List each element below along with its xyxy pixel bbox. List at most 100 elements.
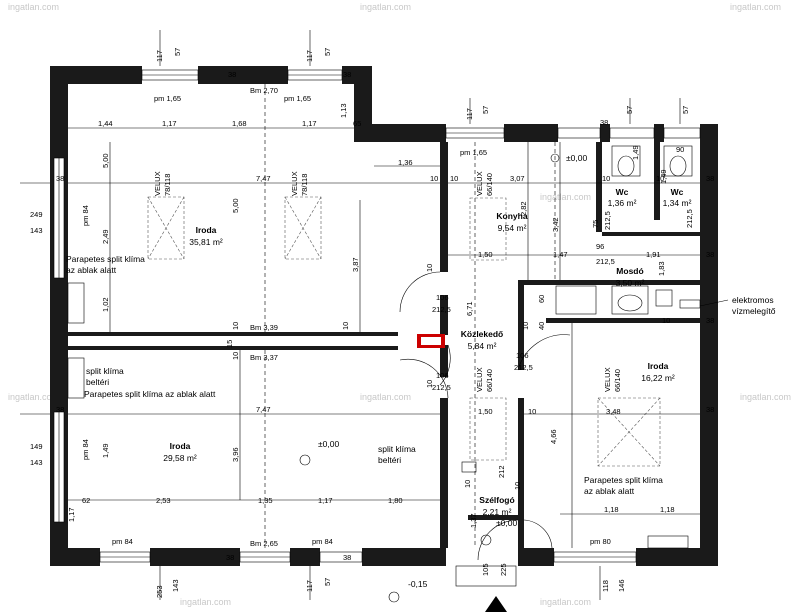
svg-text:57: 57 (323, 48, 332, 56)
svg-text:1,91: 1,91 (646, 250, 661, 259)
svg-text:10: 10 (528, 407, 536, 416)
window (663, 127, 701, 139)
svg-text:10: 10 (430, 174, 438, 183)
velux-size: 66/140 (485, 173, 494, 196)
svg-text:3,96: 3,96 (231, 447, 240, 462)
room-area: 3,50 m² (616, 278, 645, 288)
svg-text:40: 40 (537, 322, 546, 330)
svg-text:212: 212 (497, 465, 506, 478)
svg-text:1,37: 1,37 (469, 513, 478, 528)
room-name-iroda: Iroda (196, 225, 217, 235)
wall-inner (654, 142, 660, 220)
svg-text:5,00: 5,00 (231, 198, 240, 213)
svg-text:143: 143 (30, 226, 43, 235)
climate-note: Parapetes split klíma az ablak alatt (84, 389, 216, 399)
level-text: ±0,00 (318, 439, 339, 449)
svg-text:38: 38 (343, 70, 351, 79)
svg-text:38: 38 (706, 405, 714, 414)
velux-window (147, 196, 185, 260)
velux-size: 66/140 (485, 369, 494, 392)
svg-text:pm 1,65: pm 1,65 (460, 148, 487, 157)
velux-size: 66/140 (613, 369, 622, 392)
annotations: Parapetes split klíma az ablak alatt spl… (66, 153, 776, 589)
wall-step (354, 66, 372, 142)
watermark: ingatlan.com (360, 2, 411, 12)
dimension-lines (20, 30, 729, 600)
svg-text:1,49: 1,49 (659, 169, 668, 184)
wall-top (198, 66, 288, 84)
entrance-step (455, 565, 517, 587)
velux-labels: VELUX 78/118 VELUX 78/118 VELUX 66/140 V… (153, 171, 622, 392)
climate-unit (67, 282, 85, 324)
svg-text:1,17: 1,17 (318, 496, 333, 505)
watermark: ingatlan.com (180, 597, 231, 607)
svg-text:149: 149 (30, 442, 43, 451)
level-marker-icon (388, 591, 400, 603)
wall-bottom (636, 548, 718, 566)
north-arrow-icon (485, 596, 507, 612)
svg-text:65: 65 (353, 119, 361, 128)
room-area: 5,84 m² (468, 341, 497, 351)
svg-text:1,50: 1,50 (478, 407, 493, 416)
svg-text:pm 1,65: pm 1,65 (284, 94, 311, 103)
room-name-iroda: Iroda (648, 361, 669, 371)
svg-text:10: 10 (662, 316, 670, 325)
svg-text:106: 106 (436, 371, 449, 380)
svg-text:1,47: 1,47 (553, 250, 568, 259)
guides (147, 84, 661, 548)
wall-top (50, 66, 142, 84)
svg-text:212,5: 212,5 (603, 211, 612, 230)
wall-inner (440, 142, 448, 272)
velux-label: VELUX (603, 367, 612, 392)
windows (53, 69, 701, 563)
svg-text:Bm 3,37: Bm 3,37 (250, 353, 278, 362)
wall-bottom (290, 548, 320, 566)
wall-top-mid (600, 124, 610, 142)
window (609, 127, 655, 139)
svg-text:212,5: 212,5 (685, 209, 694, 228)
wall-inner (518, 280, 524, 370)
svg-text:38: 38 (343, 553, 351, 562)
svg-text:212,5: 212,5 (514, 363, 533, 372)
svg-text:10: 10 (602, 174, 610, 183)
watermark: ingatlan.com (740, 392, 791, 402)
room-area: 16,22 m² (641, 373, 675, 383)
wall-inner (602, 232, 700, 236)
velux-window (284, 196, 322, 260)
svg-text:38: 38 (706, 174, 714, 183)
wall-top-mid (354, 124, 446, 142)
wall-bottom (362, 548, 446, 566)
svg-text:253: 253 (155, 585, 164, 598)
svg-text:57: 57 (323, 578, 332, 586)
velux-label: VELUX (475, 171, 484, 196)
svg-text:1,17: 1,17 (302, 119, 317, 128)
svg-text:10: 10 (450, 174, 458, 183)
level-marker-icon (299, 454, 311, 466)
room-area: 1,36 m² (608, 198, 637, 208)
svg-text:Bm 2,65: Bm 2,65 (250, 539, 278, 548)
level-text: ±0,00 (566, 153, 587, 163)
room-labels: Iroda 35,81 m² Iroda 29,58 m² Iroda 16,2… (163, 187, 691, 517)
svg-text:1,49: 1,49 (631, 145, 640, 160)
svg-text:225: 225 (499, 563, 508, 576)
wall-top-mid (654, 124, 664, 142)
room-name-mosdo: Mosdó (616, 266, 643, 276)
level-text: ±0,00 (496, 518, 517, 528)
svg-text:4,66: 4,66 (549, 429, 558, 444)
svg-text:pm 84: pm 84 (81, 205, 90, 226)
svg-text:75: 75 (591, 220, 600, 228)
velux-label: VELUX (475, 367, 484, 392)
wall-inner (524, 280, 700, 285)
climate-note: split klíma (378, 444, 416, 454)
svg-text:pm 1,65: pm 1,65 (154, 94, 181, 103)
svg-text:117: 117 (305, 580, 314, 592)
climate-unit (461, 461, 477, 473)
svg-text:3,07: 3,07 (510, 174, 525, 183)
svg-text:10: 10 (231, 352, 240, 360)
watermark: ingatlan.com (8, 2, 59, 12)
climate-unit (67, 357, 85, 399)
svg-text:pm 84: pm 84 (312, 537, 333, 546)
fixtures (461, 145, 701, 549)
svg-text:1,50: 1,50 (478, 250, 493, 259)
